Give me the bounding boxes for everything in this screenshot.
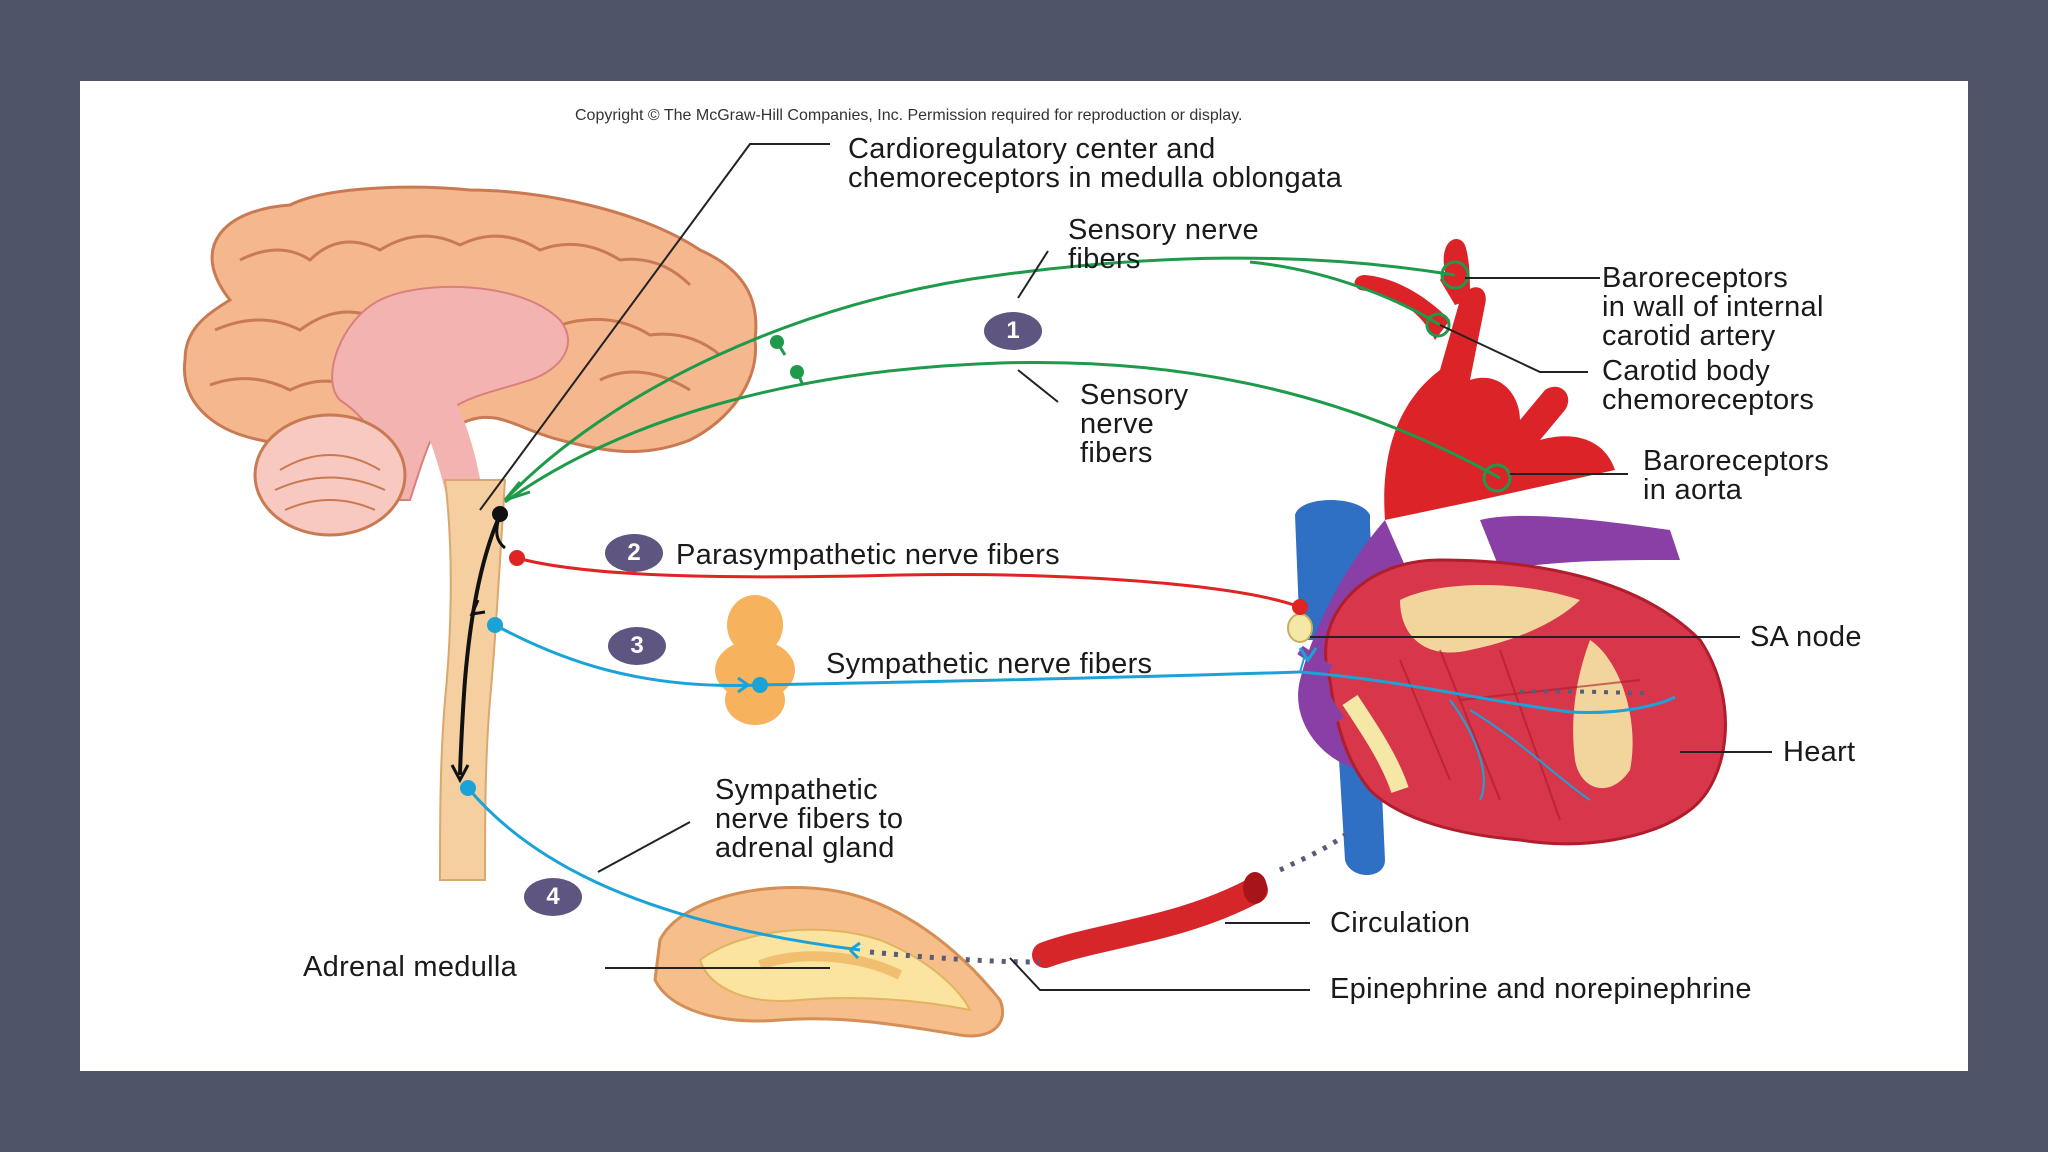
adrenal-medulla-label: Adrenal medulla [303, 951, 518, 983]
carotid-body-label-line1: Carotid body [1602, 355, 1771, 387]
medulla-pathway [458, 514, 502, 776]
leader-lines [479, 143, 1772, 991]
parasympathetic-nerve [516, 556, 1301, 609]
sensory-nerve-carotid [1249, 260, 1441, 327]
symp-adrenal-label-line1: Sympathetic [715, 774, 878, 806]
sensory-mid-label-line3: fibers [1080, 437, 1153, 469]
ganglion-illustration [715, 595, 795, 725]
symp-adrenal-label-line3: adrenal gland [715, 832, 895, 864]
sensory-nerve-top [503, 256, 1456, 502]
sa-node-label: SA node [1750, 621, 1862, 653]
baroreceptor-carotid-label-line3: carotid artery [1602, 320, 1776, 352]
circulation-dots [1278, 832, 1347, 873]
baroreceptor-aorta-label-line1: Baroreceptors [1643, 445, 1830, 477]
baroreceptor-carotid-label-line2: in wall of internal [1602, 291, 1824, 323]
adrenal-gland-illustration [653, 886, 1005, 1038]
circulation-label: Circulation [1330, 907, 1471, 939]
carotid-body-label-line2: chemoreceptors [1602, 384, 1815, 416]
sensory-mid-label-line2: nerve [1080, 408, 1155, 440]
sympathetic-adrenal-nerve [466, 787, 861, 952]
baroreceptor-carotid-label-line1: Baroreceptors [1602, 262, 1789, 294]
cardioregulatory-label-line1: Cardioregulatory center and [848, 133, 1216, 165]
sympathetic-label: Sympathetic nerve fibers [826, 648, 1153, 680]
circulation-vessel [1032, 877, 1268, 968]
brain-illustration [182, 185, 758, 881]
cardioregulatory-label-line2: chemoreceptors in medulla oblongata [848, 162, 1343, 194]
step-badge-1: 1 [984, 312, 1042, 350]
step-badge-4: 4 [524, 878, 582, 916]
sensory-top-label-line1: Sensory nerve [1068, 214, 1259, 246]
sensory-top-label-line2: fibers [1068, 243, 1141, 275]
step-badge-2: 2 [605, 534, 663, 572]
sensory-mid-label-line1: Sensory [1080, 379, 1189, 411]
step-badge-3: 3 [608, 627, 666, 665]
sensory-nerve-mid [504, 360, 1501, 504]
heart-label: Heart [1783, 736, 1856, 768]
sympathetic-nerve [494, 623, 1301, 688]
parasympathetic-label: Parasympathetic nerve fibers [676, 539, 1060, 571]
symp-adrenal-label-line2: nerve fibers to [715, 803, 904, 835]
baroreceptor-aorta-label-line2: in aorta [1643, 474, 1743, 506]
heart-illustration [1287, 238, 1727, 875]
copyright-notice: Copyright © The McGraw-Hill Companies, I… [575, 107, 1243, 124]
epinephrine-label: Epinephrine and norepinephrine [1330, 973, 1752, 1005]
